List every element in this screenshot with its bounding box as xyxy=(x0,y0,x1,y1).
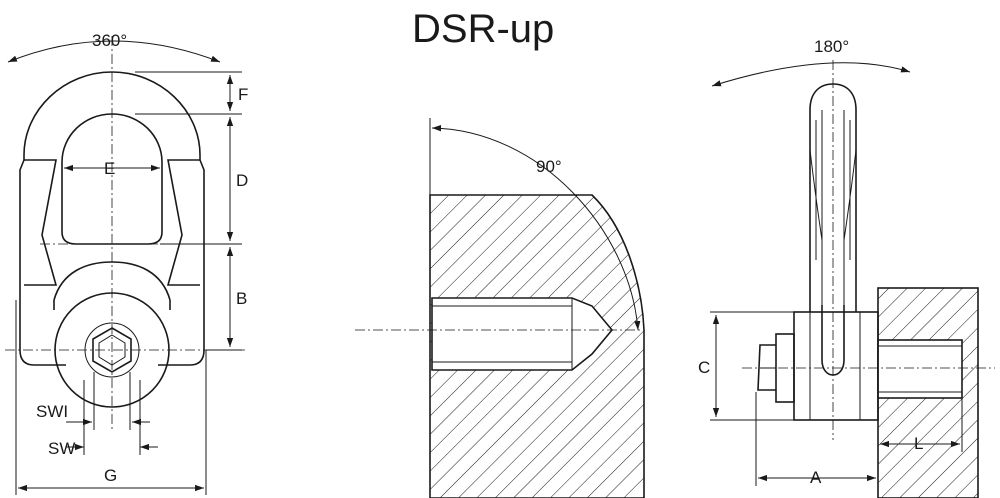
label-360: 360° xyxy=(92,31,127,50)
bolt-head xyxy=(54,292,170,408)
rotation-360-arrow xyxy=(7,40,221,63)
label-d: D xyxy=(236,171,248,190)
shackle-inner xyxy=(61,113,163,245)
label-swi: SWI xyxy=(36,402,68,421)
swivel-body xyxy=(19,285,205,366)
label-f: F xyxy=(238,85,248,104)
section-view: 90° xyxy=(355,118,645,498)
label-g: G xyxy=(104,466,117,485)
front-view: 360° F D B xyxy=(5,31,248,495)
lifting-ring xyxy=(809,83,857,312)
label-180: 180° xyxy=(814,37,849,56)
label-90: 90° xyxy=(536,157,562,176)
side-view: 180° C A L xyxy=(698,37,995,498)
rotation-180-arrow xyxy=(711,62,911,87)
label-a: A xyxy=(810,468,822,487)
label-l: L xyxy=(914,434,923,453)
angle-90-arrow xyxy=(431,125,641,331)
hex-socket xyxy=(92,327,132,373)
label-c: C xyxy=(698,358,710,377)
shackle-outer xyxy=(23,71,201,160)
label-e: E xyxy=(104,159,115,178)
label-sw: SW xyxy=(48,439,75,458)
drawing-title: DSR-up xyxy=(412,7,554,51)
swivel-body-side xyxy=(793,311,879,421)
label-b: B xyxy=(236,289,247,308)
